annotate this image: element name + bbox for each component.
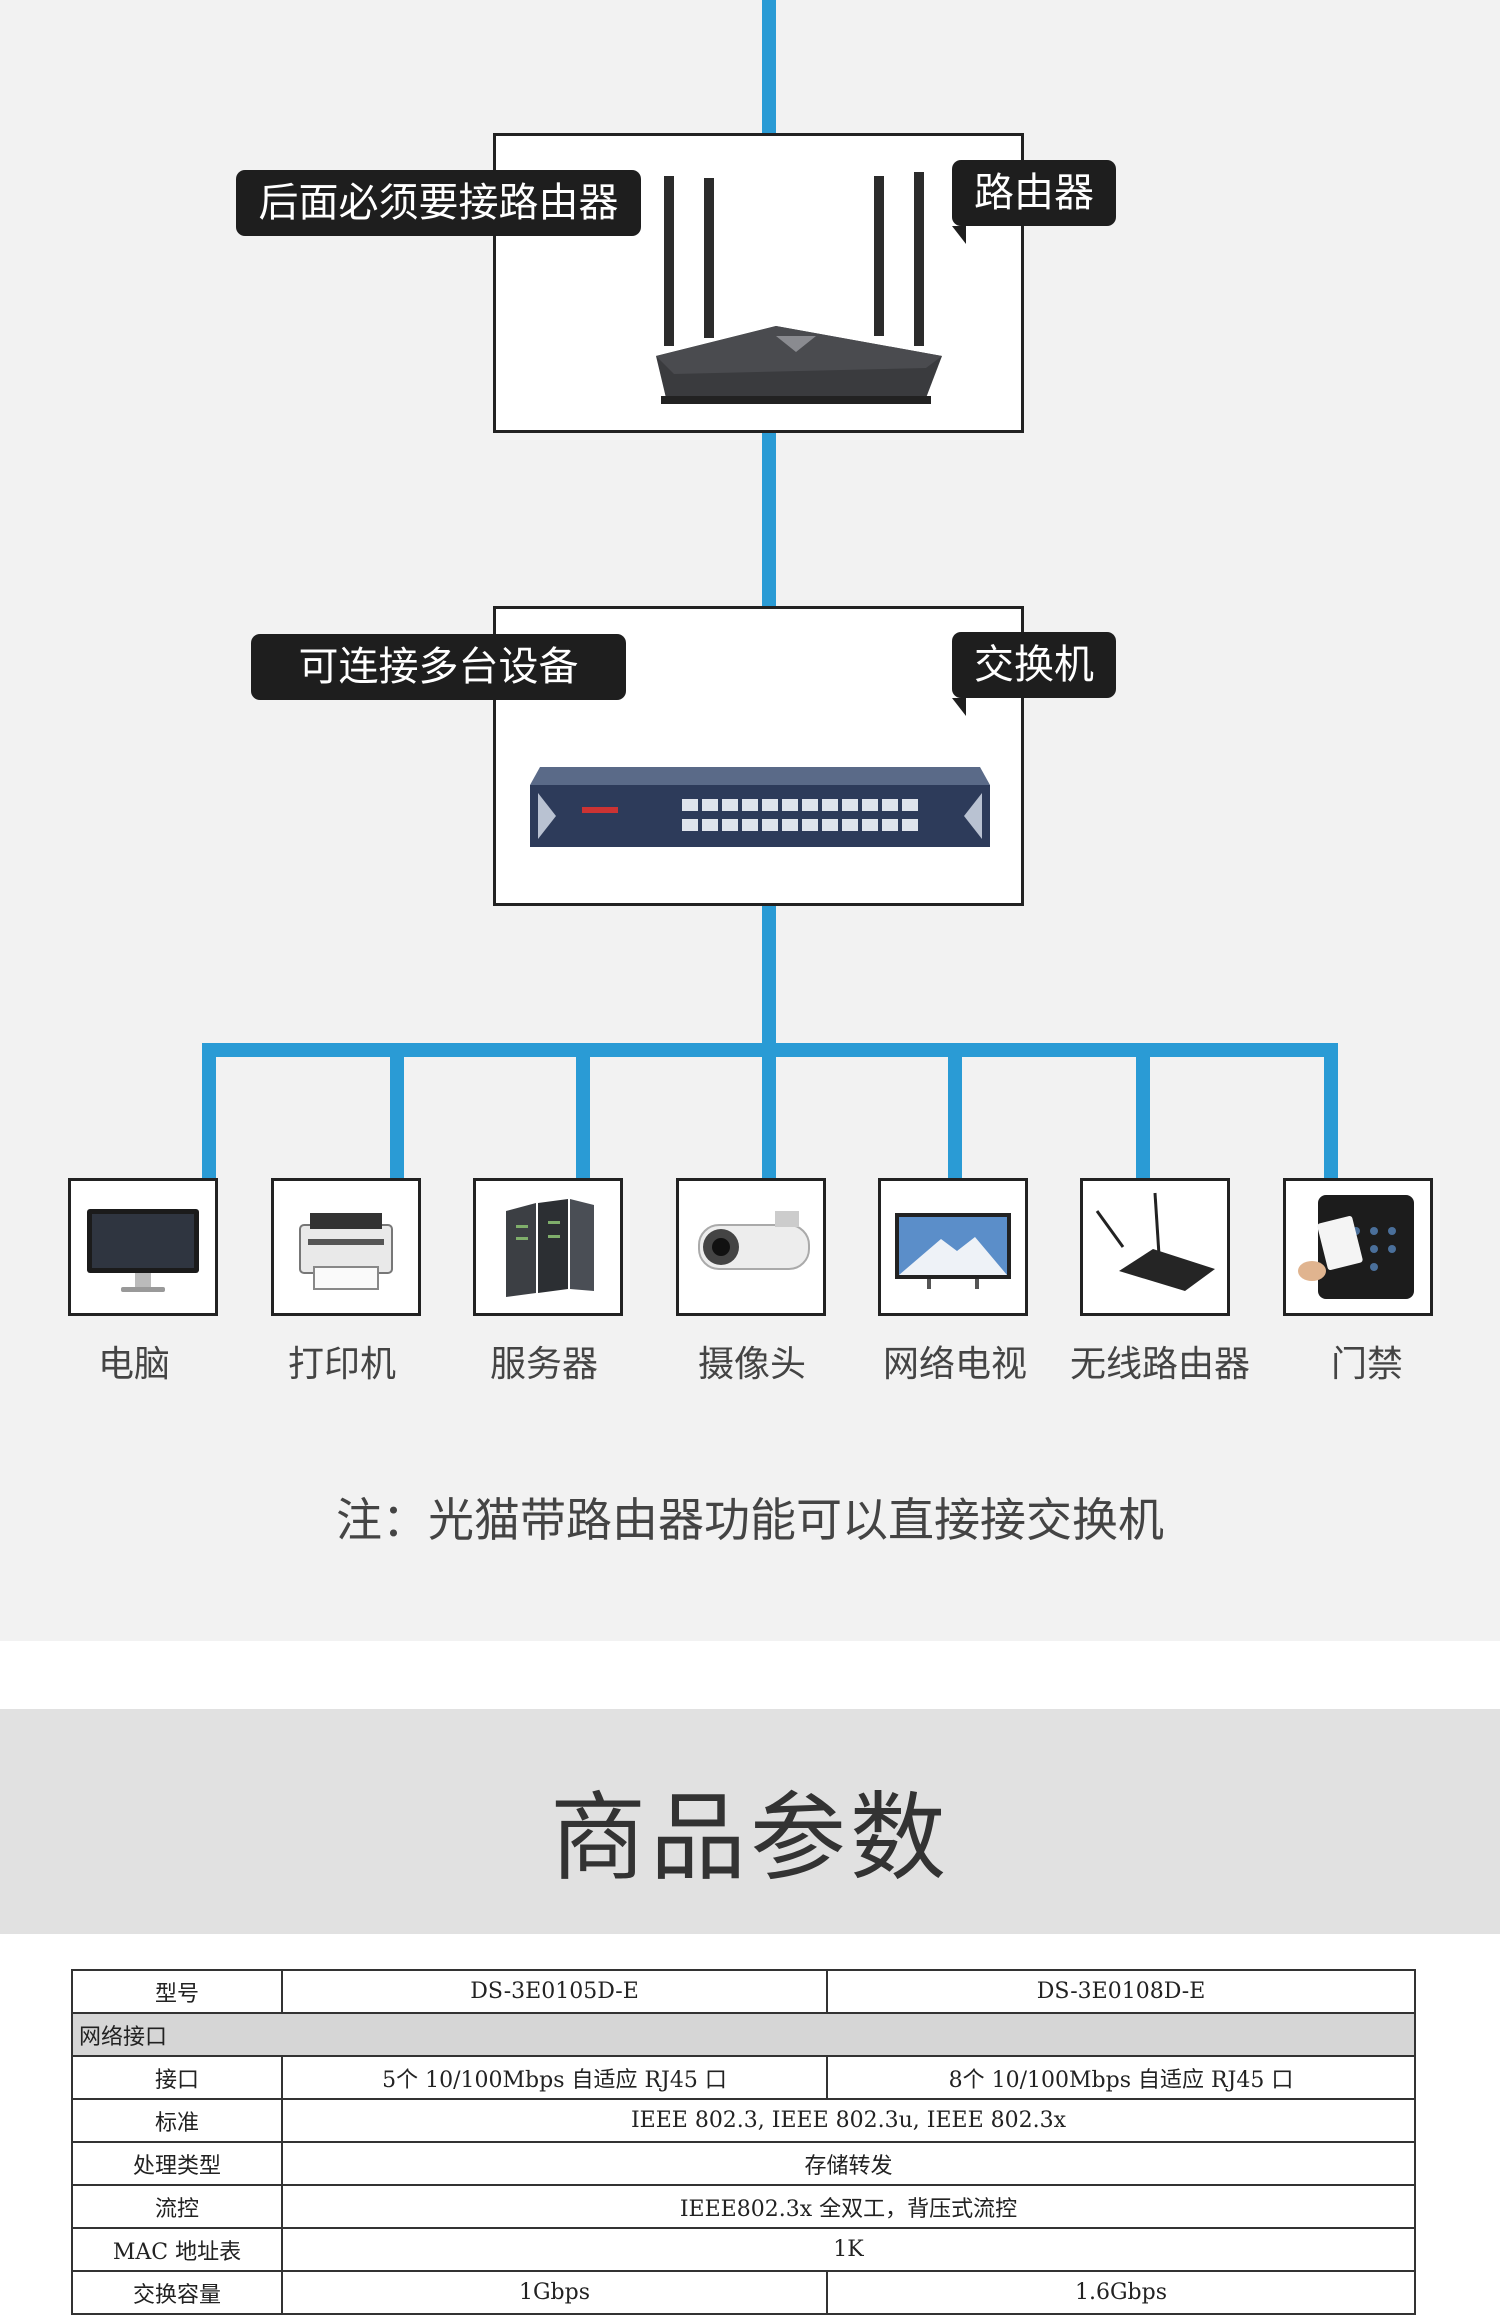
spec-label: 标准 <box>71 2098 283 2143</box>
spec-value-a: 5个 10/100Mbps 自适应 RJ45 口 <box>281 2055 828 2100</box>
table-section-row: 网络接口 <box>71 2012 1416 2057</box>
table-row: 接口 5个 10/100Mbps 自适应 RJ45 口 8个 10/100Mbp… <box>71 2055 1416 2100</box>
wireless-router-icon <box>1095 1192 1215 1291</box>
device-label-camera: 摄像头 <box>697 1344 806 1385</box>
switch-tag-tail <box>952 698 966 716</box>
wire-drop-3 <box>576 1043 590 1181</box>
device-box-computer <box>68 1178 218 1316</box>
spec-value: 1K <box>281 2227 1416 2272</box>
router-name-tag: 路由器 <box>952 160 1116 226</box>
table-row: 标准 IEEE 802.3, IEEE 802.3u, IEEE 802.3x <box>71 2098 1416 2143</box>
spec-value-a: 1Gbps <box>281 2270 828 2315</box>
spec-model-b: DS-3E0108D-E <box>826 1969 1416 2014</box>
tv-icon <box>895 1213 1011 1289</box>
wire-drop-6 <box>1136 1043 1150 1181</box>
spec-model-a: DS-3E0105D-E <box>281 1969 828 2014</box>
spec-label: 型号 <box>71 1969 283 2014</box>
spec-value: 存储转发 <box>281 2141 1416 2186</box>
device-box-tv <box>878 1178 1028 1316</box>
params-title: 商品参数 <box>550 1782 950 1894</box>
device-label-wireless-router: 无线路由器 <box>1069 1344 1250 1385</box>
device-box-camera <box>676 1178 826 1316</box>
spec-table: 型号 DS-3E0105D-E DS-3E0108D-E 网络接口 接口 5个 … <box>71 1969 1416 2315</box>
topology-note: 注：光猫带路由器功能可以直接接交换机 <box>336 1493 1164 1547</box>
printer-icon <box>299 1213 393 1290</box>
wire-drop-5 <box>948 1043 962 1181</box>
router-note-tag: 后面必须要接路由器 <box>236 170 641 236</box>
device-box-wireless-router <box>1080 1178 1230 1316</box>
device-box-access-control <box>1283 1178 1433 1316</box>
device-box-printer <box>271 1178 421 1316</box>
router-tag-tail <box>952 226 966 244</box>
access-control-icon <box>1298 1195 1414 1299</box>
params-title-band <box>0 1709 1500 1934</box>
device-label-tv: 网络电视 <box>882 1344 1027 1385</box>
switch-note-tag: 可连接多台设备 <box>251 634 626 700</box>
device-box-server <box>473 1178 623 1316</box>
wire-drop-1 <box>202 1043 216 1181</box>
switch-name-tag: 交换机 <box>952 632 1116 698</box>
table-row: MAC 地址表 1K <box>71 2227 1416 2272</box>
monitor-icon <box>87 1209 199 1292</box>
spec-section-label: 网络接口 <box>71 2012 1416 2057</box>
table-row: 流控 IEEE802.3x 全双工，背压式流控 <box>71 2184 1416 2229</box>
server-icon <box>506 1199 594 1297</box>
spec-value-b: 8个 10/100Mbps 自适应 RJ45 口 <box>826 2055 1416 2100</box>
table-row: 交换容量 1Gbps 1.6Gbps <box>71 2270 1416 2315</box>
device-label-access-control: 门禁 <box>1330 1344 1403 1385</box>
device-label-server: 服务器 <box>489 1344 598 1385</box>
table-row: 处理类型 存储转发 <box>71 2141 1416 2186</box>
wire-drop-4 <box>762 1043 776 1181</box>
wire-router-switch <box>762 430 776 608</box>
wire-top <box>762 0 776 134</box>
spec-value: IEEE 802.3, IEEE 802.3u, IEEE 802.3x <box>281 2098 1416 2143</box>
spec-value-b: 1.6Gbps <box>826 2270 1416 2315</box>
wire-switch-down <box>762 902 776 1044</box>
switch-icon <box>530 767 990 847</box>
wire-drop-7 <box>1324 1043 1338 1181</box>
router-icon <box>656 172 942 404</box>
spec-value: IEEE802.3x 全双工，背压式流控 <box>281 2184 1416 2229</box>
device-label-printer: 打印机 <box>287 1344 396 1385</box>
spec-label: 接口 <box>71 2055 283 2100</box>
spec-label: 处理类型 <box>71 2141 283 2186</box>
spec-label: MAC 地址表 <box>71 2227 283 2272</box>
camera-icon <box>698 1211 810 1270</box>
router-box <box>493 133 1024 433</box>
device-label-computer: 电脑 <box>97 1344 170 1385</box>
spec-label: 流控 <box>71 2184 283 2229</box>
table-row: 型号 DS-3E0105D-E DS-3E0108D-E <box>71 1969 1416 2014</box>
spec-label: 交换容量 <box>71 2270 283 2315</box>
wire-drop-2 <box>390 1043 404 1181</box>
